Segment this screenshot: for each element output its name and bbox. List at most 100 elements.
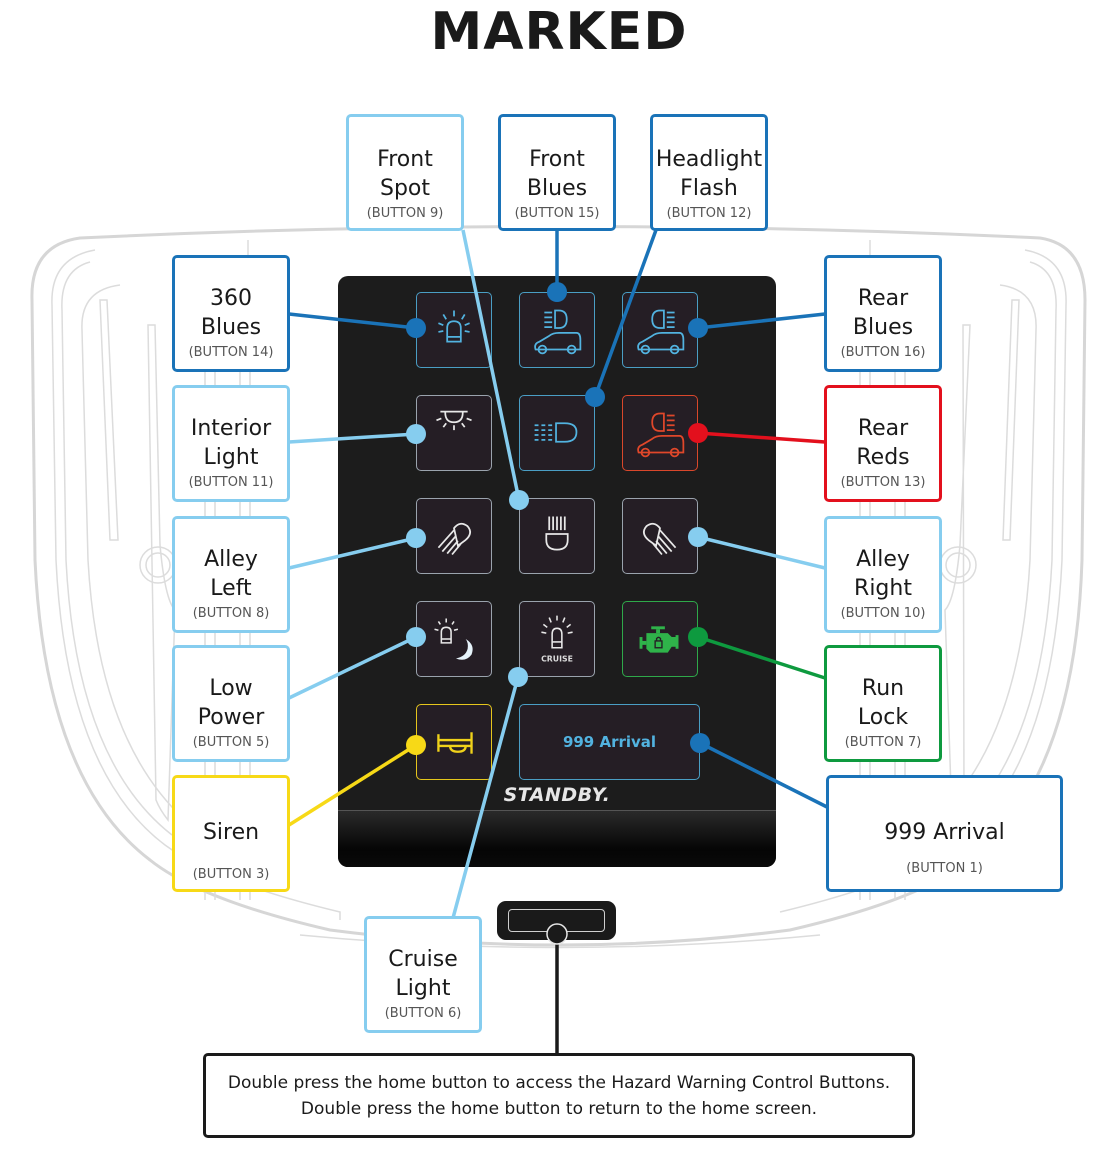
tile-front-spot[interactable]	[519, 498, 595, 574]
instruction-line: Double press the home button to access t…	[227, 1073, 891, 1093]
dot-999-arrival	[690, 733, 710, 753]
dot-360-blues	[406, 318, 426, 338]
dot-home-button	[546, 923, 568, 945]
label-title: Reds	[856, 445, 910, 470]
label-title: Cruise	[388, 947, 458, 972]
label-title: Rear	[857, 416, 909, 441]
tile-rear-reds[interactable]	[622, 395, 698, 471]
dot-alley-left	[406, 528, 426, 548]
tile-alley-right[interactable]	[622, 498, 698, 574]
label-title: 360	[210, 286, 252, 311]
label-title: 999 Arrival	[884, 820, 1005, 845]
label-button-number: (BUTTON 1)	[906, 861, 983, 876]
line-headlight-flash	[593, 229, 658, 398]
tile-999-arrival[interactable]: 999 Arrival	[519, 704, 700, 780]
label-title: Run	[861, 676, 905, 701]
beacon-icon	[438, 310, 470, 343]
dot-run-lock	[688, 627, 708, 647]
tile-siren[interactable]	[416, 704, 492, 780]
tile-run-lock[interactable]	[622, 601, 698, 677]
beacon-moon-icon	[434, 618, 473, 660]
label-title: Front	[529, 147, 585, 172]
tile-interior-light[interactable]	[416, 395, 492, 471]
label-title: Power	[197, 705, 265, 730]
label-title: Blues	[852, 315, 914, 340]
home-button-instructions: Double press the home button to access t…	[203, 1053, 915, 1138]
arrival-button-label: 999 Arrival	[562, 733, 657, 751]
label-button-number: (BUTTON 16)	[840, 345, 926, 360]
spotlight-icon	[545, 516, 569, 551]
label-title: Left	[210, 576, 252, 601]
tile-alley-left[interactable]	[416, 498, 492, 574]
brand-logo: STANDBY.	[503, 784, 611, 806]
label-999-arrival: 999 Arrival (BUTTON 1)	[826, 775, 1063, 892]
front-light-car-icon	[534, 309, 582, 355]
dot-front-spot	[509, 490, 529, 510]
rear-light-car-icon	[637, 412, 685, 458]
line-front-spot	[461, 229, 521, 501]
label-button-number: (BUTTON 13)	[840, 475, 926, 490]
line-360-blues	[288, 312, 417, 330]
label-button-number: (BUTTON 8)	[192, 606, 270, 621]
label-button-number: (BUTTON 10)	[840, 606, 926, 621]
alley-right-icon	[643, 522, 677, 556]
label-title: Flash	[680, 176, 738, 201]
label-button-number: (BUTTON 9)	[366, 206, 444, 221]
dot-alley-right	[688, 527, 708, 547]
dot-rear-blues	[688, 318, 708, 338]
line-rear-blues	[697, 312, 826, 330]
horn-icon	[437, 732, 473, 754]
label-button-number: (BUTTON 7)	[844, 735, 922, 750]
label-button-number: (BUTTON 12)	[666, 206, 752, 221]
line-rear-reds	[697, 431, 826, 444]
label-title: Rear	[857, 286, 909, 311]
dot-headlight-flash	[585, 387, 605, 407]
dot-low-power	[406, 627, 426, 647]
dot-rear-reds	[688, 423, 708, 443]
label-title: Light	[203, 445, 259, 470]
control-panel-device: CRUISE 99	[338, 276, 776, 867]
tile-front-blues[interactable]	[519, 292, 595, 368]
tile-cruise-light[interactable]: CRUISE	[519, 601, 595, 677]
line-run-lock	[697, 635, 826, 680]
cruise-beacon-icon: CRUISE	[541, 615, 573, 663]
line-cruise-light	[451, 676, 520, 919]
headlight-flash-icon	[534, 422, 578, 443]
dot-front-blues	[547, 282, 567, 302]
page-title: MARKED	[430, 2, 688, 62]
engine-lock-icon	[639, 626, 679, 653]
label-button-number: (BUTTON 5)	[192, 735, 270, 750]
line-interior-light	[288, 432, 417, 444]
label-title: Blues	[526, 176, 588, 201]
device-chin	[338, 810, 776, 867]
cruise-badge: CRUISE	[541, 654, 573, 663]
label-button-number: (BUTTON 14)	[188, 345, 274, 360]
label-siren: Siren (BUTTON 3)	[172, 775, 290, 892]
label-title: Siren	[202, 820, 260, 845]
label-title: Interior	[190, 416, 272, 441]
line-low-power	[288, 635, 417, 700]
label-title: Front	[377, 147, 433, 172]
label-title: Low	[209, 676, 253, 701]
label-title: Light	[395, 976, 451, 1001]
label-title: Lock	[857, 705, 909, 730]
line-alley-left	[288, 536, 417, 570]
label-button-number: (BUTTON 6)	[384, 1006, 462, 1021]
tile-headlight-flash[interactable]	[519, 395, 595, 471]
label-title: Blues	[200, 315, 262, 340]
label-title: Headlight	[655, 147, 763, 172]
interior-light-icon	[436, 410, 472, 431]
alley-left-icon	[437, 522, 471, 556]
label-title: Alley	[204, 547, 258, 572]
label-title: Alley	[856, 547, 910, 572]
